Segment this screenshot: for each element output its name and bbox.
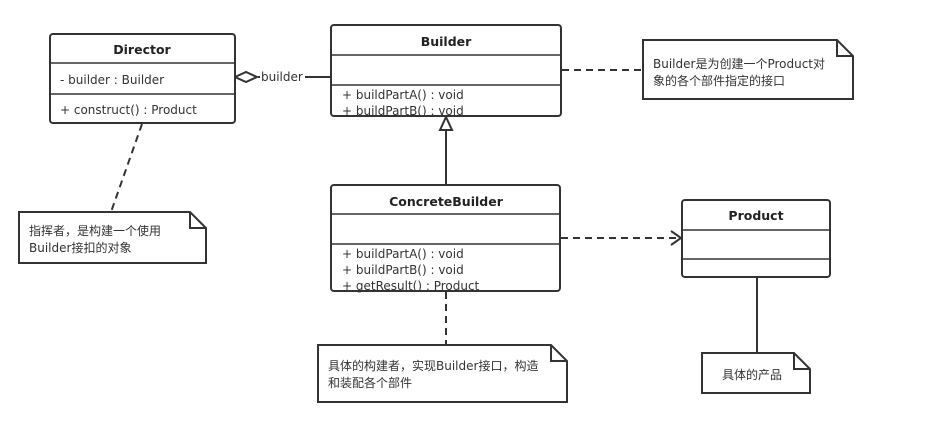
method: + construct() : Product [60, 103, 197, 117]
aggregation-label: builder [261, 70, 303, 84]
class-product[interactable]: Product [681, 199, 831, 278]
note-line: 指挥者，是构建一个使用 [29, 223, 161, 238]
aggregation-diamond-icon [232, 70, 260, 84]
class-director[interactable]: Director - builder : Builder + construct… [49, 33, 236, 124]
class-name: ConcreteBuilder [389, 194, 504, 209]
class-concrete-builder[interactable]: ConcreteBuilder + buildPartA() : void + … [330, 184, 561, 293]
note-director[interactable]: 指挥者，是构建一个使用 Builder接扣的对象 [18, 211, 207, 264]
attribute: - builder : Builder [60, 73, 164, 87]
director-note-link [110, 123, 143, 213]
note-line: Builder是为创建一个Product对 [653, 57, 825, 71]
note-builder[interactable]: Builder是为创建一个Product对 象的各个部件指定的接口 [642, 39, 854, 100]
note-line: 和装配各个部件 [328, 375, 412, 390]
note-line: 具体的构建者，实现Builder接口，构造 [328, 358, 538, 373]
inheritance-triangle-icon [438, 114, 454, 131]
note-product[interactable]: 具体的产品 [701, 352, 811, 394]
note-concrete-builder[interactable]: 具体的构建者，实现Builder接口，构造 和装配各个部件 [317, 344, 568, 403]
note-line: 具体的产品 [722, 367, 782, 382]
class-name: Builder [421, 34, 472, 49]
method: + buildPartB() : void [342, 263, 464, 277]
class-name: Director [113, 42, 171, 57]
method: + getResult() : Product [342, 279, 480, 293]
method: + buildPartA() : void [342, 88, 464, 102]
note-line: Builder接扣的对象 [29, 240, 131, 255]
class-name: Product [728, 208, 783, 223]
method: + buildPartA() : void [342, 247, 464, 261]
class-builder[interactable]: Builder + buildPartA() : void + buildPar… [330, 24, 562, 118]
note-line: 象的各个部件指定的接口 [653, 73, 785, 88]
method: + buildPartB() : void [342, 104, 464, 118]
